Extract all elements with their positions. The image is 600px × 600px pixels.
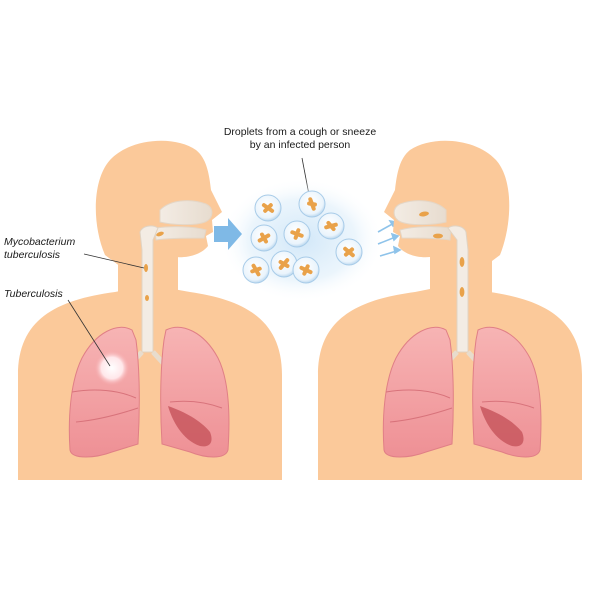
right-person-exposed (318, 140, 582, 480)
pointer-mycobacterium (83, 253, 145, 269)
bacteria-droplet-icon (283, 220, 311, 248)
droplets-caption-line-1: Droplets from a cough or sneeze (223, 126, 377, 138)
bacteria-droplet-icon (242, 256, 270, 284)
left-nasal-cavity (159, 200, 213, 226)
pointer-tuberculosis (67, 299, 111, 367)
left-airway-bacteria (144, 231, 164, 301)
mycobacterium-label-line-2: tuberculosis (4, 249, 61, 261)
bacteria-droplet-icon (250, 224, 278, 252)
right-person-lung-right (382, 326, 454, 458)
left-trachea (139, 225, 159, 353)
bacteria-droplet-icon (270, 250, 298, 278)
bacteria-droplet-icon (317, 212, 345, 240)
droplet-group (242, 190, 363, 284)
right-nasal-cavity (393, 200, 447, 226)
left-person-infected (18, 140, 282, 480)
droplet-cloud (220, 178, 384, 302)
bacteria-droplet-icon (298, 190, 326, 218)
bacteria-droplet-icon (292, 256, 320, 284)
arrow-right-icon (214, 218, 242, 250)
droplets-caption: Droplets from a cough or sneeze by an in… (214, 126, 386, 152)
right-oral-cavity (399, 226, 452, 241)
right-airway-bacteria (419, 211, 465, 297)
mycobacterium-label: Mycobacterium tuberculosis (4, 236, 75, 262)
right-trachea (447, 225, 469, 353)
right-heart-notch (480, 406, 524, 447)
left-oral-cavity (154, 226, 207, 241)
bacteria-droplet-icon (335, 238, 363, 266)
left-heart-notch (168, 406, 212, 447)
tuberculosis-lesion (94, 350, 130, 386)
tuberculosis-label: Tuberculosis (4, 288, 63, 300)
bacteria-droplet-icon (254, 194, 282, 222)
droplets-caption-line-2: by an infected person (249, 139, 351, 151)
mycobacterium-label-line-1: Mycobacterium (4, 236, 76, 248)
